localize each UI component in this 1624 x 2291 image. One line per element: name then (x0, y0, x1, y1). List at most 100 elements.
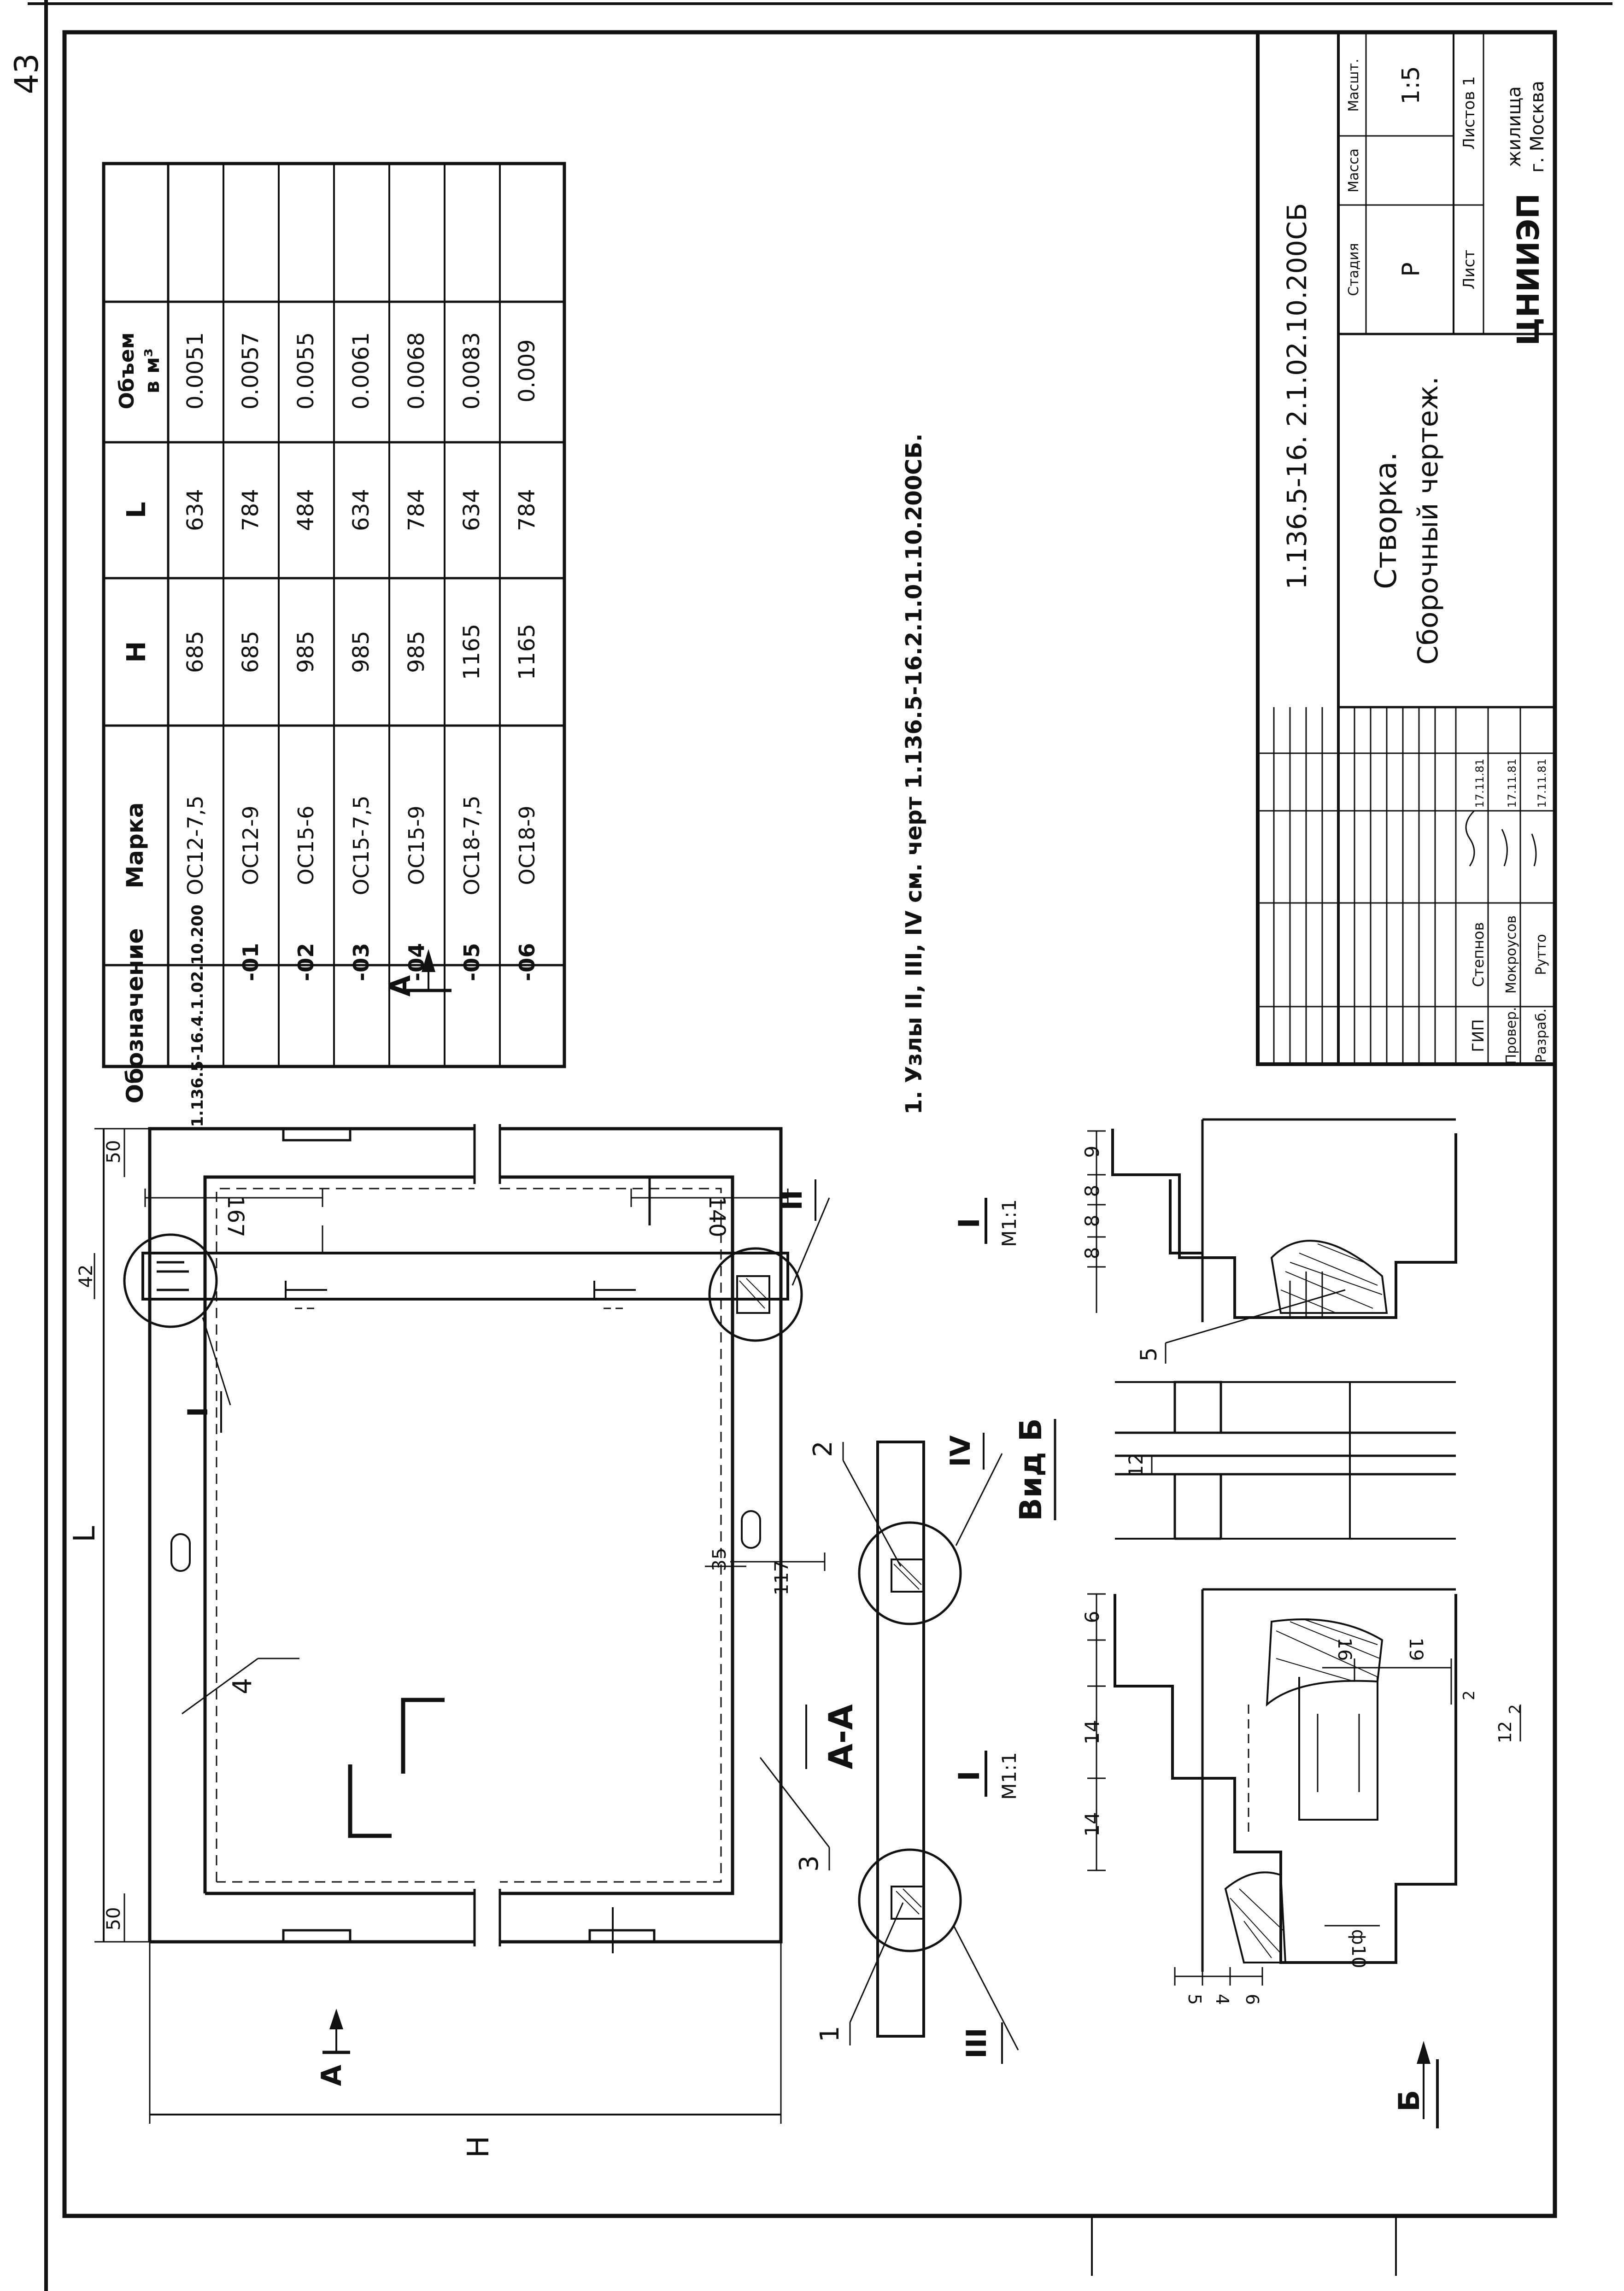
dim-label-H: H (462, 2136, 496, 2158)
position-3-leader: 3 (759, 1757, 830, 1872)
title-block: 1.136.5-16. 2.1.02.10.200СБ Створка. Сбо… (1256, 30, 1557, 1066)
header-h: Н (122, 641, 152, 663)
dim-label-14a: 14 (1081, 1720, 1103, 1744)
stage-value: Р (1397, 262, 1425, 276)
header-volume-line1: Объем (115, 333, 139, 410)
dim-label-35: 35 (709, 1548, 730, 1571)
cut-label-a-bottom: А (316, 2064, 348, 2086)
cell-designation: -06 (515, 943, 539, 981)
dimension-H: H (149, 1942, 782, 2158)
cut-marker-a-top: А (385, 949, 451, 996)
position-label-2: 2 (808, 1441, 838, 1457)
cell-mark: ОС18-7,5 (459, 796, 484, 896)
cell-designation: -05 (459, 943, 484, 981)
dim-label-12: 12 (1125, 1453, 1147, 1477)
signature-date: 17.11.81 (1506, 759, 1518, 808)
title-line2: Сборочный чертеж. (1412, 376, 1444, 665)
position-label-1: 1 (815, 2026, 845, 2042)
cell-h: 985 (348, 631, 374, 673)
signature-name: Мокроусов (1503, 915, 1519, 994)
position-4-leader: 4 (182, 1658, 299, 1715)
view-b: 12 Вид Б (1013, 1381, 1456, 1540)
drawing-frame (62, 30, 1557, 2218)
cell-designation: -02 (293, 943, 318, 981)
mass-label: Масса (1346, 148, 1362, 193)
cell-l: 784 (514, 489, 540, 531)
position-2-leader: 2 (808, 1441, 902, 1567)
dim-label-8a: 8 (1081, 1185, 1103, 1197)
cell-l: 484 (293, 489, 319, 531)
signature-role: Разраб. (1533, 1008, 1549, 1063)
table-row: 1.136.5-16.4.1.02.10.200 ОС12-7,5 685 63… (182, 332, 208, 1127)
cell-mark: ОС15-6 (293, 806, 318, 885)
dimension-140: 140 (630, 1189, 789, 1237)
node-iv-leader: IV (944, 1433, 1003, 1546)
cell-h: 685 (182, 631, 208, 673)
position-1-leader: 1 (815, 1902, 904, 2045)
node-iii-leader: III (953, 1925, 1019, 2064)
position-label-5: 5 (1136, 1348, 1162, 1362)
detail-i-lower-title: I (952, 1770, 986, 1781)
title-line1: Створка. (1369, 452, 1403, 589)
table-row: -01 ОС12-9 685 784 0.0057 (238, 332, 264, 981)
signature-row: Провер. Мокроусов 17.11.81 (1503, 759, 1519, 1065)
sash-side-section (123, 1225, 803, 1342)
cell-volume: 0.0055 (293, 332, 319, 410)
detail-i-lower-scale: М1:1 (998, 1752, 1020, 1800)
cell-l: 784 (404, 489, 429, 531)
dimension-L: L (68, 1128, 150, 1943)
dim-label-6b: 6 (1242, 1994, 1262, 2005)
scale-value: 1:5 (1397, 66, 1425, 105)
header-volume-line2: в м³ (141, 348, 164, 393)
node-label-iv: IV (944, 1435, 977, 1467)
signature-date: 17.11.81 (1473, 759, 1486, 808)
cell-mark: ОС12-7,5 (183, 796, 208, 896)
org-mark: ЦНИИЭП (1511, 193, 1546, 346)
sheets-label: Листов 1 (1460, 76, 1478, 149)
dim-label-8b: 8 (1081, 1215, 1103, 1227)
table-row: -02 ОС15-6 985 484 0.0055 (293, 332, 319, 981)
dim-label-117: 117 (771, 1560, 792, 1595)
section-title-aa: А-А (821, 1704, 860, 1770)
detail-i-lower: 6 14 14 16 19 12 2 2 ф10 5 4 6 I М1:1 (952, 1588, 1524, 2005)
dim-label-140: 140 (704, 1195, 730, 1237)
dim-label-phi10: ф10 (1348, 1929, 1369, 1968)
detail-i-scale: М1:1 (998, 1199, 1020, 1247)
cell-mark: ОС15-9 (404, 806, 429, 885)
signature-row: ГИП Степнов 17.11.81 (1469, 759, 1488, 1052)
scale-label: Масшт. (1346, 59, 1362, 111)
cell-h: 985 (404, 631, 429, 673)
position-label-3: 3 (794, 1855, 824, 1872)
cell-volume: 0.0051 (182, 332, 208, 410)
table-row: -04 ОС15-9 985 784 0.0068 (404, 332, 429, 981)
signature-role: ГИП (1469, 1019, 1488, 1052)
dim-label-42: 42 (76, 1265, 97, 1288)
org-city: г. Москва (1527, 81, 1548, 173)
dim-label-50a: 50 (103, 1140, 124, 1164)
dimension-117: 117 (730, 1553, 826, 1595)
org-name: жилища (1504, 86, 1525, 167)
signature-date: 17.11.81 (1536, 759, 1548, 808)
dimension-50-bottom: 50 (103, 1893, 125, 1942)
dim-label-6a: 6 (1081, 1611, 1103, 1623)
document-code: 1.136.5-16. 2.1.02.10.200СБ (1281, 203, 1313, 589)
position-label-4: 4 (228, 1678, 258, 1694)
signature-name: Степнов (1470, 922, 1487, 987)
detail-i-upper: 9 8 8 8 5 I М1:1 (952, 1118, 1457, 1364)
cell-volume: 0.0083 (459, 332, 485, 410)
dimension-35: 35 (705, 1548, 746, 1571)
header-mark: Марка (122, 803, 148, 889)
cell-mark: ОС15-7,5 (349, 796, 374, 896)
sash-elevation (148, 1124, 783, 1953)
dim-label-8c: 8 (1081, 1247, 1103, 1260)
node-ii-leader: II (776, 1179, 830, 1286)
cell-volume: 0.009 (514, 339, 540, 402)
node-label-iii: III (961, 2028, 993, 2059)
dim-label-L: L (68, 1526, 102, 1542)
signature-scribbles (1465, 810, 1537, 867)
header-designation: Обозначение (122, 928, 148, 1104)
stage-label: Стадия (1346, 243, 1362, 296)
cell-l: 634 (182, 489, 208, 531)
